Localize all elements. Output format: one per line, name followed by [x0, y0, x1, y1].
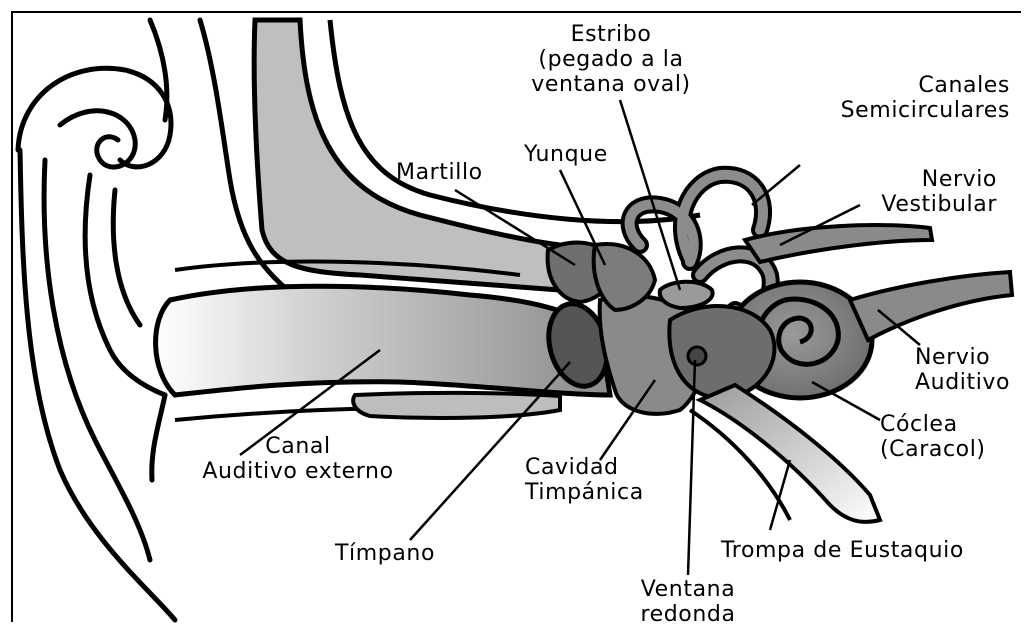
stapes [660, 282, 713, 308]
auditory-nerve [850, 272, 1012, 340]
label-martillo: Martillo [396, 160, 483, 185]
label-estribo: Estribo (pegado a la ventana oval) [508, 22, 714, 97]
label-ventana-redonda: Ventana redonda [616, 577, 760, 626]
label-nervio-auditivo: Nervio Auditivo [915, 345, 1010, 395]
label-timpano: Tímpano [335, 541, 435, 566]
label-canales-semicirculares: Canales Semicirculares [790, 73, 1010, 123]
round-window [688, 347, 706, 365]
lower-bone [353, 393, 560, 418]
vestibular-nerve [745, 225, 932, 262]
ear-canal [156, 286, 610, 395]
label-coclea: Cóclea (Caracol) [880, 412, 986, 462]
label-yunque: Yunque [524, 142, 608, 167]
label-nervio-vestibular: Nervio Vestibular [830, 167, 997, 217]
label-trompa-de-eustaquio: Trompa de Eustaquio [721, 538, 964, 563]
label-canal-auditivo-externo: Canal Auditivo externo [180, 434, 416, 484]
label-cavidad-timpanica: Cavidad Timpánica [525, 455, 644, 505]
vestibule [669, 306, 774, 398]
